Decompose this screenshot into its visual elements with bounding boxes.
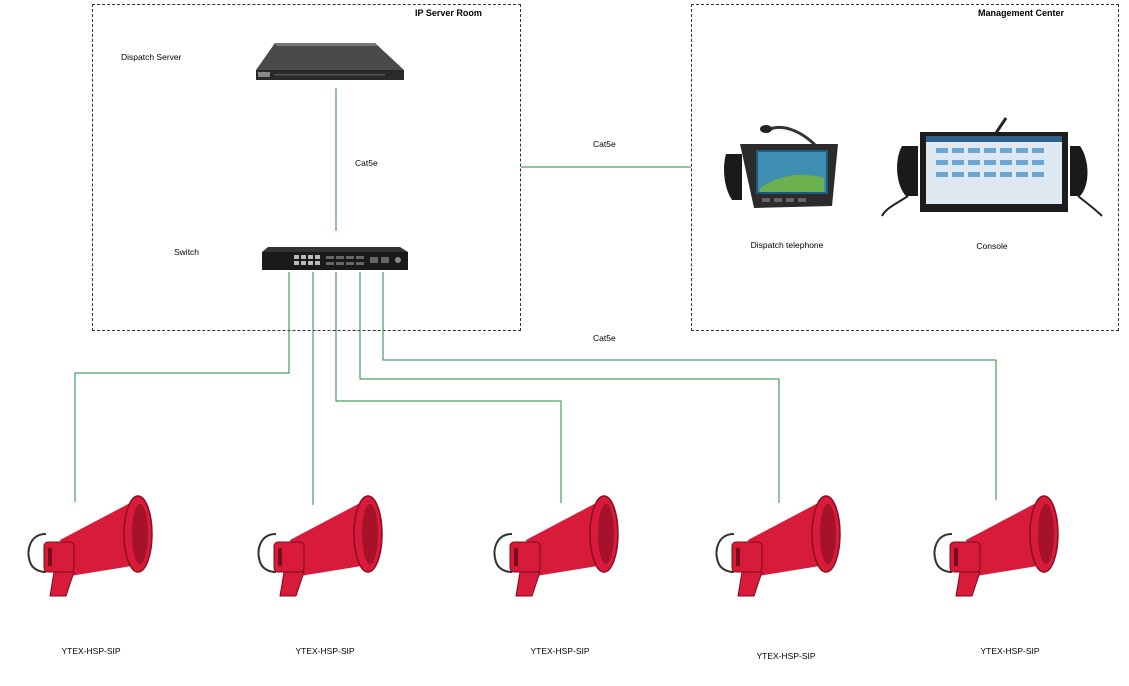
horn-speaker-label: YTEX-HSP-SIP: [61, 646, 121, 656]
horn-speaker-icon: [257, 495, 383, 597]
server-switch-cable-label: Cat5e: [355, 158, 378, 168]
horn-speaker-label: YTEX-HSP-SIP: [530, 646, 590, 656]
switch-horn4-link: [359, 272, 780, 503]
switch-horn3-link: [335, 272, 562, 503]
switch-horn1-link: [74, 272, 290, 502]
dispatch-telephone-icon: [724, 125, 838, 208]
ip-server-room-title: IP Server Room: [415, 8, 482, 18]
console-label: Console: [976, 241, 1008, 251]
switch-horn5-link: [382, 272, 997, 500]
horn-speaker-icon: [933, 495, 1059, 597]
horn-speaker-icon: [493, 495, 619, 597]
ip-server-room-zone: IP Server Room: [92, 4, 521, 331]
management-center-zone: Management Center: [691, 4, 1119, 331]
management-center-title: Management Center: [978, 8, 1065, 18]
switch-horns-cable-label: Cat5e: [593, 333, 616, 343]
horn-speaker-icon: [27, 495, 153, 597]
dispatch-server-icon: [256, 43, 404, 80]
horn-speaker-label: YTEX-HSP-SIP: [980, 646, 1040, 656]
horn-speaker-label: YTEX-HSP-SIP: [295, 646, 355, 656]
dispatch-server-label: Dispatch Server: [121, 52, 182, 62]
switch-icon: [262, 247, 408, 270]
dispatch-telephone-label: Dispatch telephone: [750, 240, 824, 250]
horn-speaker-label: YTEX-HSP-SIP: [756, 651, 816, 661]
horn-speaker-icon: [715, 495, 841, 597]
room-center-cable-label: Cat5e: [593, 139, 616, 149]
switch-label: Switch: [174, 247, 200, 257]
console-icon: [881, 117, 1103, 217]
